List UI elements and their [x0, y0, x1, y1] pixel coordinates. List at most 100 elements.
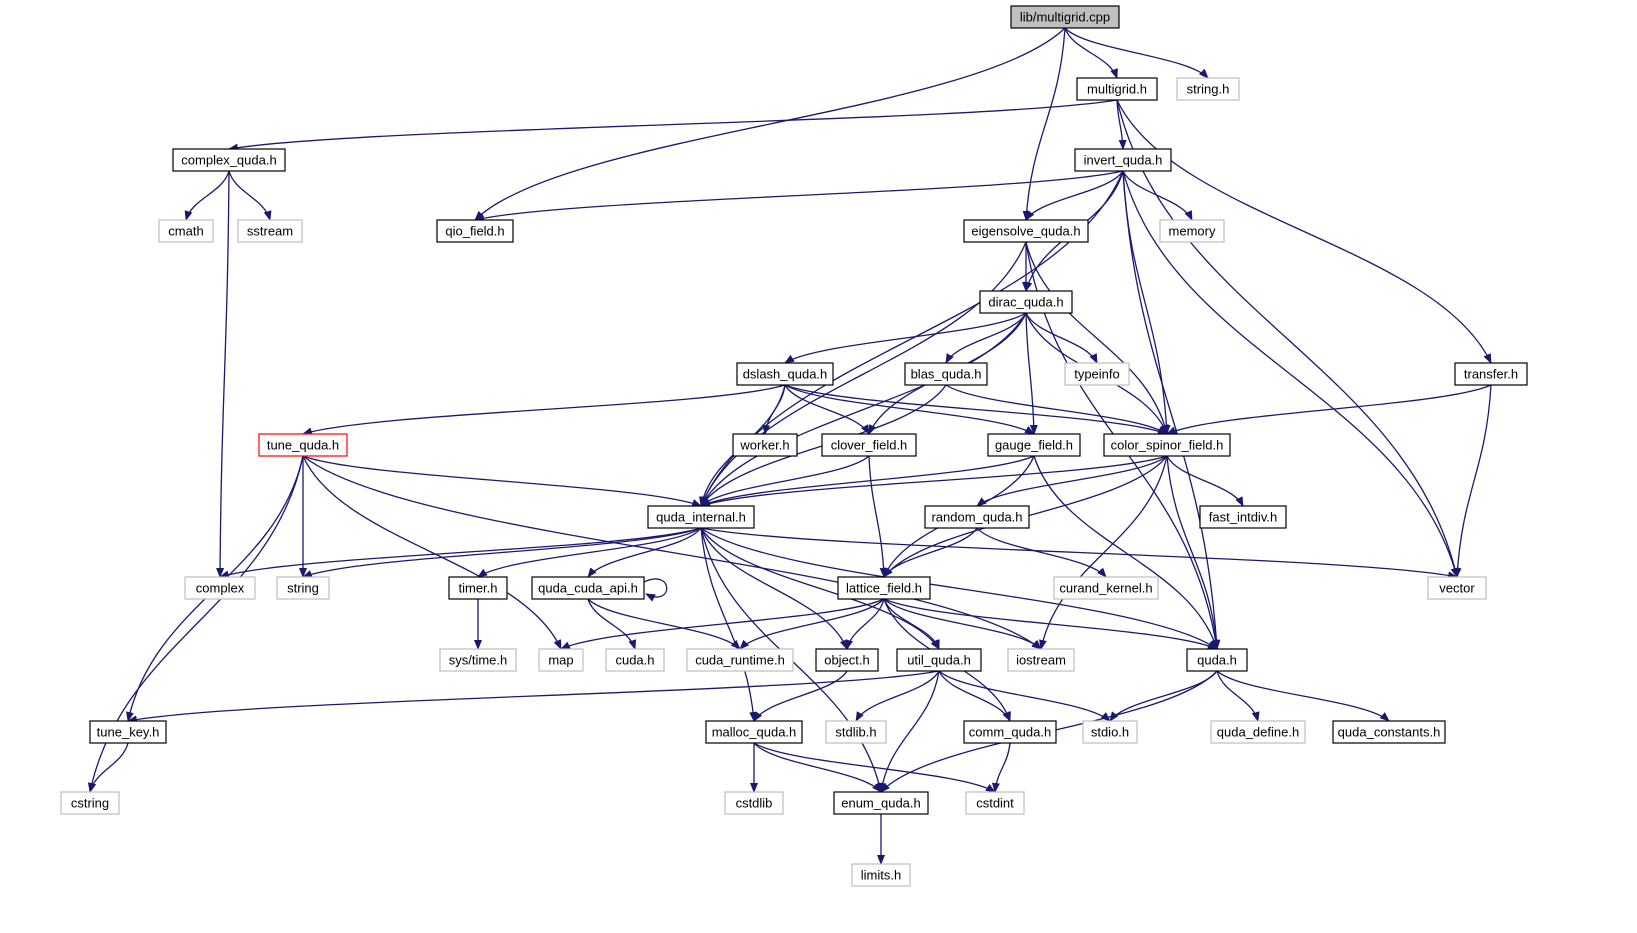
node-box [1176, 77, 1240, 101]
node-box [184, 576, 256, 600]
node-eigensolve-quda-h[interactable]: eigensolve_quda.h [963, 219, 1089, 243]
node-box [448, 576, 508, 600]
include-edge-quda_cuda_api_h-to-quda_cuda_api_h [643, 578, 668, 602]
node-complex-quda-h[interactable]: complex_quda.h [172, 148, 286, 172]
node-box [1210, 720, 1306, 744]
node-enum-quda-h[interactable]: enum_quda.h [833, 791, 929, 815]
node-multigrid-cpp[interactable]: lib/multigrid.cpp [1010, 5, 1120, 29]
node-transfer-h[interactable]: transfer.h [1454, 362, 1528, 386]
node-cuda-runtime-h: cuda_runtime.h [686, 648, 794, 672]
node-lattice-field-h[interactable]: lattice_field.h [837, 576, 931, 600]
node-label: gauge_field.h [995, 437, 1073, 452]
node-object-h[interactable]: object.h [815, 648, 879, 672]
include-edge-gauge_field_h-to-quda_internal_h [700, 455, 1035, 507]
node-quda-h[interactable]: quda.h [1186, 648, 1248, 672]
include-edge-util_quda_h-to-stdlib_h [855, 670, 940, 722]
include-edge-color_spinor_field_h-to-random_quda_h [976, 455, 1168, 507]
node-label: qio_field.h [445, 223, 504, 238]
node-curand-kernel-h: curand_kernel.h [1053, 576, 1159, 600]
include-edge-multigrid_cpp-to-string_h [1064, 27, 1209, 79]
node-string: string [276, 576, 330, 600]
include-edge-gauge_field_h-to-quda_h [1033, 455, 1219, 650]
node-label: map [548, 652, 573, 667]
node-blas-quda-h[interactable]: blas_quda.h [904, 362, 988, 386]
node-label: vector [1439, 580, 1475, 595]
node-timer-h[interactable]: timer.h [448, 576, 508, 600]
node-invert-quda-h[interactable]: invert_quda.h [1074, 148, 1172, 172]
node-box [965, 791, 1025, 815]
node-box [237, 219, 303, 243]
node-fast-intdiv-h[interactable]: fast_intdiv.h [1199, 505, 1287, 529]
include-edge-lattice_field_h-to-map [560, 598, 885, 650]
node-quda-constants-h[interactable]: quda_constants.h [1332, 720, 1446, 744]
node-multigrid-h[interactable]: multigrid.h [1076, 77, 1158, 101]
node-label: quda_cuda_api.h [538, 580, 638, 595]
node-cuda-h: cuda.h [605, 648, 665, 672]
include-edge-quda_internal_h-to-malloc_quda_h [700, 527, 758, 722]
node-box [1332, 720, 1446, 744]
node-label: fast_intdiv.h [1209, 509, 1277, 524]
include-edge-malloc_quda_h-to-cstdint [753, 742, 996, 793]
include-edge-dirac_quda_h-to-typeinfo [1025, 312, 1098, 364]
node-util-quda-h[interactable]: util_quda.h [896, 648, 982, 672]
include-edge-quda_internal_h-to-complex [219, 527, 702, 579]
node-label: stdio.h [1091, 724, 1129, 739]
node-box [821, 433, 917, 457]
node-dslash-quda-h[interactable]: dslash_quda.h [736, 362, 834, 386]
node-clover-field-h[interactable]: clover_field.h [821, 433, 917, 457]
node-dirac-quda-h[interactable]: dirac_quda.h [979, 290, 1073, 314]
include-edge-multigrid_cpp-to-qio_field_h [474, 27, 1066, 221]
node-label: quda.h [1197, 652, 1237, 667]
include-edge-color_spinor_field_h-to-quda_internal_h [700, 455, 1168, 508]
node-label: memory [1169, 223, 1216, 238]
include-edge-lattice_field_h-to-quda_h [883, 598, 1218, 650]
node-tune-key-h[interactable]: tune_key.h [89, 720, 167, 744]
node-label: iostream [1016, 652, 1066, 667]
include-edge-multigrid_cpp-to-multigrid_h [1064, 27, 1118, 79]
node-worker-h[interactable]: worker.h [732, 433, 798, 457]
node-label: multigrid.h [1087, 81, 1147, 96]
include-edge-tune_quda_h-to-map [302, 455, 562, 650]
node-qio-field-h[interactable]: qio_field.h [436, 219, 514, 243]
include-edge-dirac_quda_h-to-gauge_field_h [1025, 312, 1038, 435]
node-label: dirac_quda.h [988, 294, 1063, 309]
node-quda-cuda-api-h[interactable]: quda_cuda_api.h [531, 576, 645, 600]
node-tune-quda-h[interactable]: tune_quda.h [258, 433, 348, 457]
include-edge-multigrid_h-to-complex_quda_h [228, 99, 1118, 152]
node-quda-internal-h[interactable]: quda_internal.h [647, 505, 755, 529]
node-box [979, 290, 1073, 314]
node-label: tune_key.h [97, 724, 160, 739]
node-label: typeinfo [1074, 366, 1120, 381]
node-box [276, 576, 330, 600]
dependency-edges [87, 27, 1492, 865]
node-box [89, 720, 167, 744]
node-box [647, 505, 755, 529]
node-label: enum_quda.h [841, 795, 921, 810]
include-edge-quda_internal_h-to-string [302, 527, 702, 578]
node-box [1454, 362, 1528, 386]
include-edge-invert_quda_h-to-qio_field_h [474, 170, 1124, 222]
node-label: limits.h [861, 867, 901, 882]
node-comm-quda-h[interactable]: comm_quda.h [963, 720, 1057, 744]
node-label: cmath [168, 223, 203, 238]
node-gauge-field-h[interactable]: gauge_field.h [987, 433, 1081, 457]
include-edge-util_quda_h-to-comm_quda_h [938, 670, 1011, 722]
node-malloc-quda-h[interactable]: malloc_quda.h [705, 720, 803, 744]
include-edge-object_h-to-malloc_quda_h [753, 670, 848, 722]
node-box [531, 576, 645, 600]
node-quda-define-h: quda_define.h [1210, 720, 1306, 744]
node-box [1064, 362, 1130, 386]
node-stdio-h: stdio.h [1082, 720, 1138, 744]
include-edge-multigrid_h-to-transfer_h [1116, 99, 1492, 364]
node-box [60, 791, 120, 815]
node-color-spinor-field-h[interactable]: color_spinor_field.h [1103, 433, 1231, 457]
include-edge-lattice_field_h-to-iostream [883, 598, 1042, 650]
node-label: worker.h [739, 437, 789, 452]
node-label: cstdlib [736, 795, 773, 810]
include-edge-invert_quda_h-to-quda_h [1122, 170, 1221, 650]
node-random-quda-h[interactable]: random_quda.h [924, 505, 1030, 529]
include-edge-invert_quda_h-to-eigensolve_quda_h [1025, 170, 1124, 221]
include-edge-multigrid_h-to-vector [1116, 99, 1459, 578]
node-box [1010, 5, 1120, 29]
include-edge-dslash_quda_h-to-tune_quda_h [302, 384, 786, 436]
